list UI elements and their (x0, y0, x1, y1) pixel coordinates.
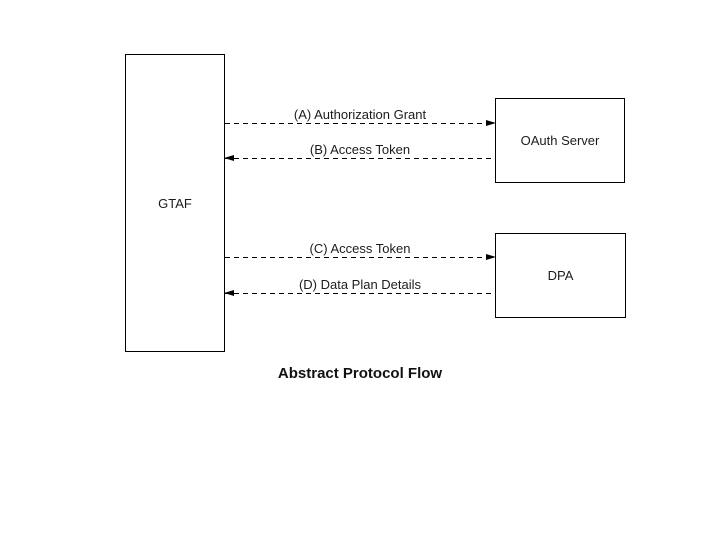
arrowhead-left-icon (224, 155, 234, 161)
arrow-left-icon (224, 290, 495, 296)
node-dpa: DPA (495, 233, 626, 318)
flow-access-token-oauth-label: (B) Access Token (309, 142, 411, 157)
arrow-right-icon (225, 254, 496, 260)
flow-data-plan-details: (D) Data Plan Details (224, 277, 495, 296)
arrow-left-icon (224, 155, 495, 161)
flow-data-plan-details-label: (D) Data Plan Details (298, 277, 422, 292)
node-gtaf: GTAF (125, 54, 225, 352)
node-gtaf-label: GTAF (158, 195, 192, 211)
flow-access-token-dpa: (C) Access Token (225, 241, 496, 260)
arrowhead-right-icon (486, 120, 496, 126)
flow-access-token-dpa-label: (C) Access Token (309, 241, 411, 256)
flow-authorization-grant-label: (A) Authorization Grant (293, 107, 427, 122)
node-oauth-server: OAuth Server (495, 98, 625, 183)
arrowhead-left-icon (224, 290, 234, 296)
arrow-right-icon (225, 120, 496, 126)
node-dpa-label: DPA (547, 268, 574, 283)
node-oauth-server-label: OAuth Server (520, 133, 600, 148)
flow-authorization-grant: (A) Authorization Grant (225, 107, 496, 126)
flow-access-token-oauth: (B) Access Token (224, 142, 495, 161)
arrowhead-right-icon (486, 254, 496, 260)
diagram-title: Abstract Protocol Flow (277, 365, 443, 382)
